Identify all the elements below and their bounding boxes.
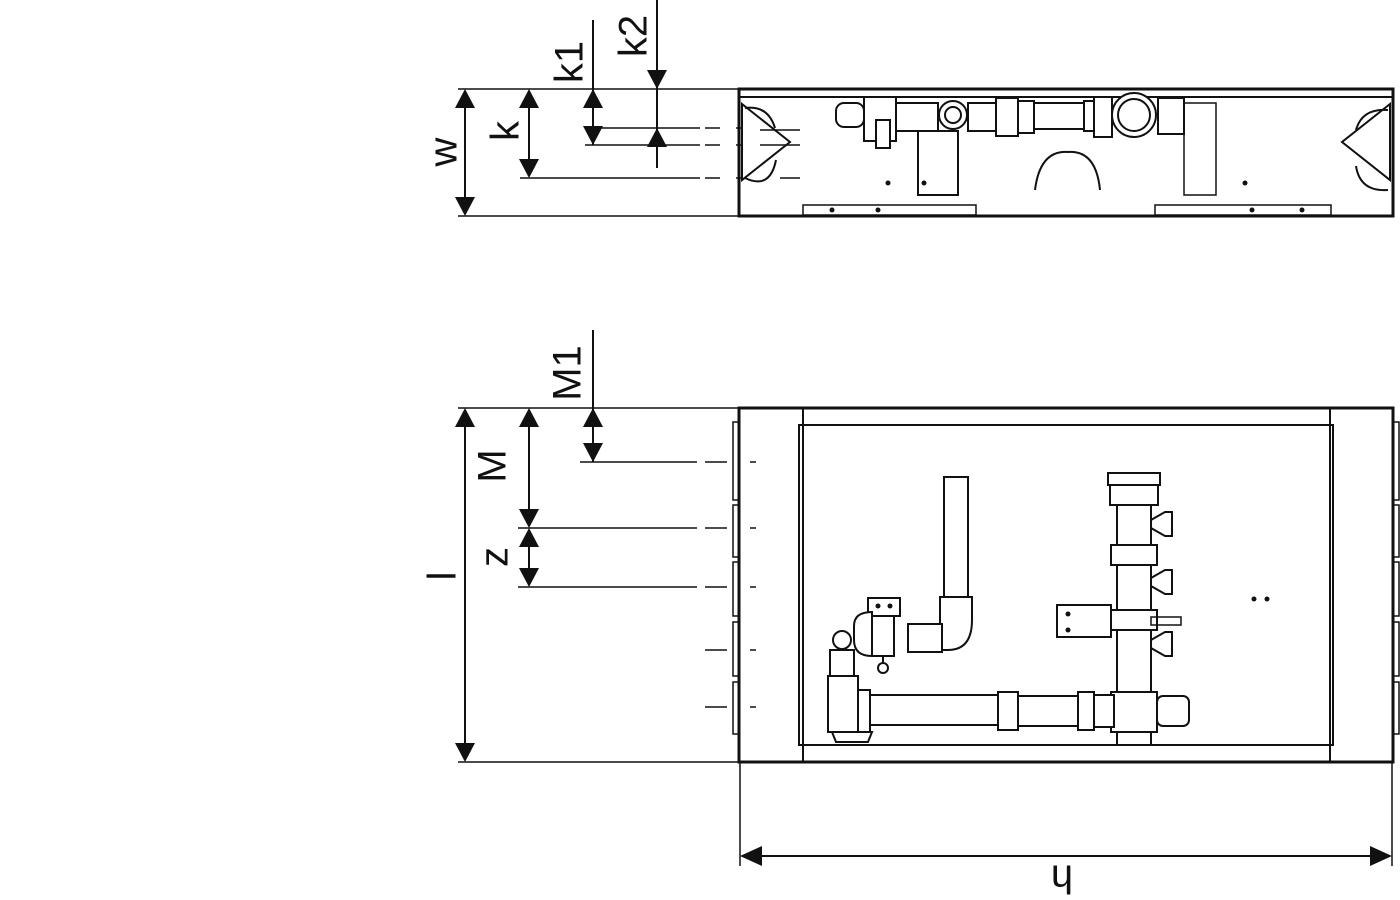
top-view-housing xyxy=(737,87,1395,218)
top-view-manifold xyxy=(835,92,1217,196)
dim-z xyxy=(519,528,539,587)
dim-M1 xyxy=(583,330,603,462)
label-h: h xyxy=(1051,856,1073,900)
label-M: M xyxy=(471,449,515,482)
front-view-drain xyxy=(853,476,973,674)
top-view xyxy=(455,0,1395,218)
top-view-right-bracket xyxy=(1340,101,1391,192)
dim-w xyxy=(455,89,475,216)
label-w: w xyxy=(422,137,466,167)
front-view-side-tabs xyxy=(732,421,1400,735)
label-M1: M1 xyxy=(546,345,590,401)
dim-M xyxy=(519,408,539,528)
label-l: l xyxy=(421,572,465,581)
label-k1: k1 xyxy=(548,41,592,83)
label-k: k xyxy=(484,120,528,141)
dim-h xyxy=(740,846,1392,866)
dim-k2 xyxy=(647,0,667,168)
label-z: z xyxy=(473,547,517,567)
dim-k xyxy=(519,89,539,178)
top-view-left-bracket xyxy=(741,101,800,183)
dim-k1 xyxy=(583,20,603,145)
front-view xyxy=(455,330,1400,866)
dim-l xyxy=(455,408,475,762)
front-view-manifold xyxy=(1056,472,1190,746)
label-k2: k2 xyxy=(612,15,656,57)
front-view-supply-line xyxy=(827,630,1115,743)
